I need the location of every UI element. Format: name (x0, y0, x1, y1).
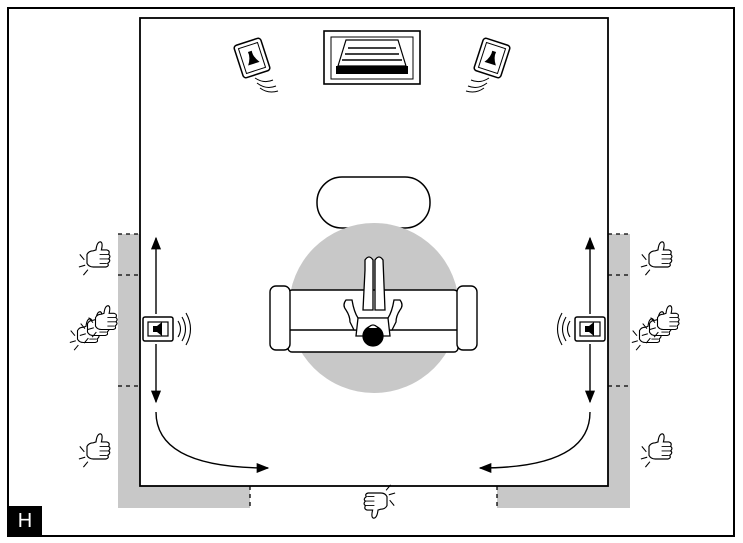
right-placement-zone (497, 234, 630, 508)
right-placement-arrows (478, 236, 596, 474)
surround-right-sound-waves (556, 312, 571, 346)
seated-person-icon (343, 256, 403, 347)
front-right-sound-waves (465, 77, 490, 93)
surround-right-speaker-icon (574, 316, 606, 342)
front-left-sound-waves (254, 77, 279, 93)
panel-label: H (8, 506, 42, 536)
zone-dividers (118, 233, 630, 508)
room-outline (139, 17, 609, 487)
left-placement-zone (118, 234, 250, 508)
coffee-table (316, 176, 431, 229)
left-placement-arrows (150, 236, 270, 474)
television-icon (323, 30, 421, 85)
surround-left-sound-waves (177, 312, 192, 346)
surround-left-speaker-icon (142, 316, 174, 342)
